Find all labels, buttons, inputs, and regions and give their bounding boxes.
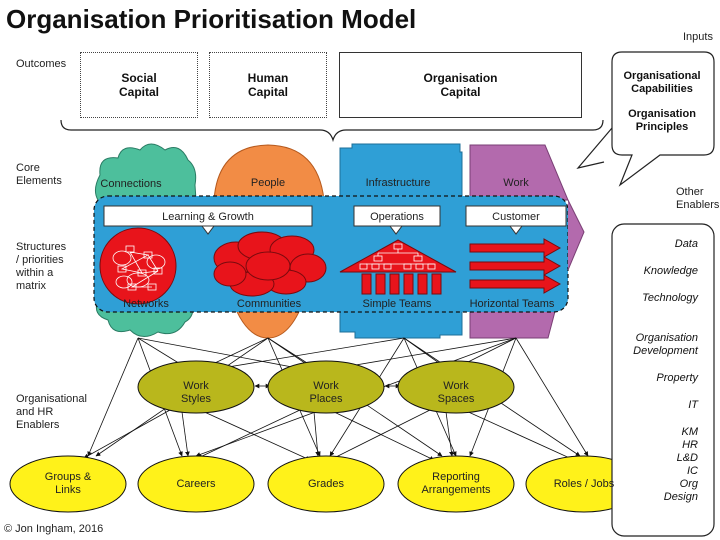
structure-horizontal-teams: Horizontal Teams — [469, 298, 555, 310]
structure-networks: Networks — [123, 298, 169, 310]
inputs-callout-text: Organisational Capabilities Organisation… — [623, 70, 701, 133]
outcomes-brace — [60, 119, 604, 143]
groups-links-label: Groups &Links — [44, 471, 92, 496]
structure-communities: Communities — [236, 298, 302, 310]
horizontal-teams-graphic — [469, 238, 562, 294]
inputs-callout — [611, 51, 715, 187]
communities-graphic — [213, 231, 327, 297]
simple-teams-graphic — [339, 239, 457, 295]
other-enablers-list: Data Knowledge Technology Organisation D… — [633, 238, 698, 503]
careers-label: Careers — [176, 478, 216, 490]
roles-jobs-label: Roles / Jobs — [553, 478, 615, 490]
inputs-label: Inputs — [683, 31, 713, 43]
row-label-outcomes: Outcomes — [16, 58, 67, 70]
core-element-people: People — [250, 177, 286, 189]
groups-links-ellipse — [9, 455, 127, 513]
header-learning-growth-label: Learning & Growth — [162, 211, 254, 223]
work-spaces-ellipse — [397, 360, 515, 414]
core-element-connections: Connections — [100, 178, 162, 190]
networks-graphic — [99, 227, 177, 305]
core-element-infrastructure: Infrastructure — [365, 177, 431, 189]
reporting-ellipse — [397, 455, 515, 513]
grades-label: Grades — [307, 478, 345, 490]
core-element-work: Work — [503, 177, 529, 189]
copyright: © Jon Ingham, 2016 — [4, 523, 104, 535]
header-operations-label: Operations — [370, 211, 424, 223]
page-title: Organisation Prioritisation Model — [6, 4, 417, 34]
grades-ellipse — [267, 455, 385, 513]
structure-simple-teams: Simple Teams — [362, 298, 432, 310]
header-customer-label: Customer — [492, 211, 540, 223]
work-styles-ellipse — [137, 360, 255, 414]
careers-ellipse — [137, 455, 255, 513]
work-places-ellipse — [267, 360, 385, 414]
other-enablers-box — [611, 223, 715, 537]
inputs-callout-pointer — [576, 127, 613, 169]
